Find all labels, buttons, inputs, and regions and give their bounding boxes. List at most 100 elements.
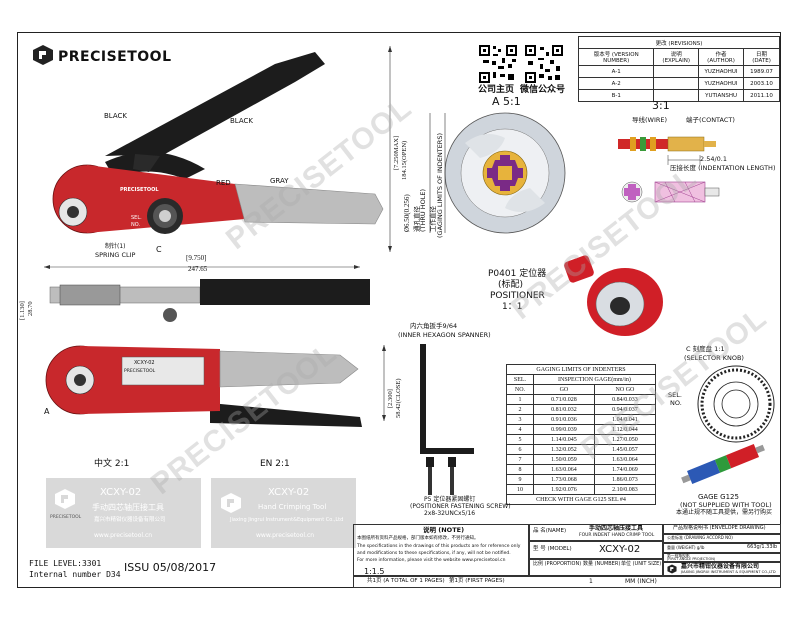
qr-label-homepage: 公司主页: [478, 85, 515, 95]
tool-side-view: [49, 279, 370, 322]
unit-value: MM (INCH): [625, 578, 657, 585]
brand-logo: [32, 44, 54, 70]
red-label: RED: [216, 179, 231, 187]
a-marker: A: [44, 407, 50, 416]
revision-title: 更改 (REVISIONS): [578, 36, 780, 49]
gaging-limits-table: GAGING LIMITS OF INDENTERS SEL.INSPECTIO…: [506, 364, 657, 505]
length-dimension-line: [44, 265, 360, 269]
en-nameplate: [211, 478, 356, 548]
view-a-scale: A 5:1: [492, 95, 521, 108]
revision-cell: YUZHAOHUI: [697, 65, 745, 78]
wire-label: 导线(WIRE): [632, 116, 668, 124]
note-zh: 本图纸所有资料产品规格，部门版本如有修改，不另行通知。: [357, 536, 479, 541]
brand-name: PRECISETOOL: [58, 49, 172, 65]
gage-sel-cell: 6: [506, 444, 534, 455]
note-en-1: The specifications in the drawings of th…: [357, 544, 521, 549]
knob-no-label: NO.: [670, 399, 682, 407]
revision-cell: YUTIANSHU: [697, 89, 745, 102]
weight-label: 重量 (WEIGHT) g/lb: [667, 545, 705, 550]
total-pages: 共1页 (A TOTAL OF 1 PAGES): [367, 578, 445, 584]
revision-cell: A-2: [577, 77, 655, 90]
revision-cell: B-1: [577, 89, 655, 102]
indenter-detail-view: [444, 112, 566, 234]
hex-spanner-drawing: [420, 344, 474, 454]
gage-go-cell: 0.71/0.028: [532, 394, 595, 405]
handle-logo-text: PRECISETOOL: [120, 187, 159, 193]
en-card-model: XCXY-02: [268, 487, 310, 498]
zh-card-logo-icon: [55, 489, 75, 509]
closed-inch: [2.300]: [387, 389, 394, 408]
gage-go-cell: 0.81/0.032: [532, 404, 595, 415]
gage-table-footer: CHECK WITH GAGE G125 SEL #4: [506, 494, 656, 505]
indentation-dim: 2.54/0.1: [700, 155, 727, 163]
knob-sel-label: SEL.: [668, 391, 682, 399]
company-zh: 嘉兴市精钳仪器设备有限公司: [681, 563, 760, 570]
weight-value: 663g/1.33lb: [747, 544, 778, 550]
knob-sel-label: SEL.: [131, 215, 142, 221]
revision-cell: 1989.07: [743, 65, 780, 78]
positioner-scale: 1：1: [502, 302, 523, 312]
en-card-name: Hand Crimping Tool: [258, 503, 327, 511]
pages-row: [353, 576, 781, 588]
gage-sel-cell: 10: [506, 484, 534, 495]
zh-card-url: www.precisetool.cn: [94, 532, 153, 539]
positioner-drawing: [564, 255, 663, 336]
closed-mm: 58.42(CLOSE): [395, 378, 402, 418]
zh-card-company: 嘉兴市精钳仪器设备有限公司: [94, 517, 166, 523]
number-value: 1: [589, 578, 593, 585]
gage-nogo-cell: 1.86/0.073: [593, 474, 657, 485]
contact-scale: 3:1: [652, 99, 670, 112]
revision-cell: YUZHAOHUI: [697, 77, 745, 90]
gage-sel-cell: 5: [506, 434, 534, 445]
revision-header: 版本号 (VERSION NUMBER): [577, 48, 655, 66]
revision-header: 日期 (DATE): [743, 48, 780, 66]
revision-table: 更改 (REVISIONS) 版本号 (VERSION NUMBER) 说明 (…: [577, 36, 780, 102]
table-row: A-1 YUZHAOHUI 1989.07: [577, 65, 780, 78]
revision-cell: A-1: [577, 65, 655, 78]
company-logo-icon: [667, 564, 677, 574]
gage-go-cell: 1.63/0.064: [532, 464, 595, 475]
gage-sel-cell: 3: [506, 414, 534, 425]
gage-sel-cell: 9: [506, 474, 534, 485]
ratio-box: [529, 559, 663, 576]
thru-hole-label: (THRU HOLE): [419, 188, 427, 232]
indentation-length: 压接长度 (INDENTATION LENGTH): [670, 164, 776, 172]
gage-sel-cell: 8: [506, 464, 534, 475]
revision-cell: 2011.10: [743, 89, 780, 102]
gage-col-inspection: INSPECTION GAGE(mm/in): [532, 374, 657, 385]
note-en-3: For more information, please visit the w…: [357, 558, 506, 563]
gage-zh: 本通止规不随工具提供，需另行购买: [676, 509, 773, 516]
proj-label-en: (FIRST ANGLE PROJECTION): [667, 557, 716, 561]
zh-card-brand: PRECISETOOL: [50, 515, 82, 520]
height-inch: [7.250MAX]: [393, 135, 400, 170]
knob-label: (SELECTOR KNOB): [684, 354, 744, 362]
revision-header: 说明 (EXPLAIN): [653, 48, 699, 66]
gaging-label: (GAGING LIMITS OF INDENTERS): [436, 133, 444, 238]
gage-nogo-cell: 1.74/0.069: [593, 464, 657, 475]
en-card-logo-icon: [221, 493, 241, 513]
screw-zh: P5 定位器紧固螺钉: [424, 496, 476, 503]
name-box: [529, 524, 663, 541]
tol-box: [663, 534, 781, 543]
gage-sel-cell: 4: [506, 424, 534, 435]
model-box: [529, 541, 663, 559]
thickness-inch: [1.130]: [19, 301, 26, 320]
gage-col-sel: SEL.: [506, 374, 534, 385]
gage-sel-cell: 1: [506, 394, 534, 405]
table-row: B-1 YUTIANSHU 2011.10: [577, 89, 780, 102]
gage-sel-cell: 7: [506, 454, 534, 465]
gage-go-cell: 1.73/0.068: [532, 474, 595, 485]
en-card-scale: EN 2:1: [260, 459, 290, 469]
qr-code-homepage: [478, 44, 518, 84]
title-block: 说明 (NOTE) 本图纸所有资料产品规格，部门版本如有修改，不另行通知。 Th…: [353, 524, 781, 588]
internal-number: Internal number D34: [29, 570, 121, 579]
first-page: 第1页 (FIRST PAGES): [449, 578, 505, 584]
length-inch: [9.750]: [186, 254, 207, 262]
gage-col-no: NO.: [506, 384, 534, 395]
c-marker: C: [156, 245, 162, 254]
